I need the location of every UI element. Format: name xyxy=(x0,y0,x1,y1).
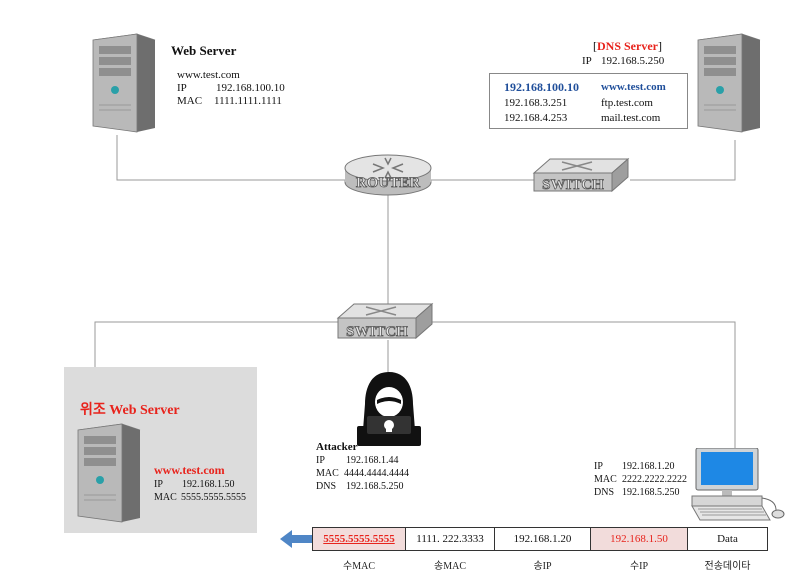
link-webserver-router xyxy=(116,135,345,181)
packet-src-ip: 192.168.1.20 xyxy=(495,528,591,550)
switch-top-label: SWITCH xyxy=(542,177,605,194)
dns-record-ip: 192.168.3.251 xyxy=(504,97,568,109)
attacker-ip-label: IP xyxy=(316,455,325,466)
client-ip-label: IP xyxy=(594,461,603,472)
packet-label: 수IP xyxy=(629,561,649,572)
dns-record-host: ftp.test.com xyxy=(601,97,653,109)
packet-data: Data xyxy=(717,533,738,545)
web-server-domain: www.test.com xyxy=(177,69,240,81)
packet-dest-ip: 192.168.1.50 xyxy=(591,528,688,550)
dns-server-title: [DNS Server] xyxy=(593,40,662,53)
switch-icon xyxy=(336,302,434,340)
packet-dest-mac: 5555.5555.5555 xyxy=(313,528,406,550)
web-server-mac: 1111.1111.1111 xyxy=(214,95,282,107)
attacker-mac: 4444.4444.4444 xyxy=(344,468,409,479)
packet-label: 송MAC xyxy=(434,561,466,572)
fake-server-domain: www.test.com xyxy=(154,463,225,477)
server-tower-icon xyxy=(77,423,141,523)
svg-text:SWITCH: SWITCH xyxy=(346,324,408,340)
dns-server-ip-label: IP xyxy=(582,55,592,67)
packet-label: 송IP xyxy=(533,561,552,572)
packet-src-mac: 1111. 222.3333 xyxy=(406,528,495,550)
arrow-left-icon xyxy=(280,530,314,548)
switch-icon xyxy=(532,157,630,193)
svg-text:ROUTER: ROUTER xyxy=(356,175,420,191)
link-switch-client xyxy=(430,321,736,448)
web-server-mac-label: MAC xyxy=(177,95,203,107)
dns-title-open: [ xyxy=(593,39,597,53)
link-switch-dns xyxy=(630,140,736,181)
hacker-icon xyxy=(357,372,421,446)
dns-server-ip: 192.168.5.250 xyxy=(601,55,665,67)
fake-server-mac: 5555.5555.5555 xyxy=(181,492,246,503)
svg-text:SWITCH: SWITCH xyxy=(542,177,604,193)
attacker-dns-label: DNS xyxy=(316,481,337,492)
fake-server-ip-label: IP xyxy=(154,479,163,490)
client-dns-label: DNS xyxy=(594,487,615,498)
attacker-mac-label: MAC xyxy=(316,468,339,479)
link-switch-fakeserver xyxy=(94,321,338,368)
packet-frame: 5555.5555.5555 1111. 222.3333 192.168.1.… xyxy=(312,527,768,551)
dns-record-table: 192.168.100.10 www.test.com 192.168.3.25… xyxy=(489,73,688,129)
client-ip: 192.168.1.20 xyxy=(622,461,675,472)
web-server-title: Web Server xyxy=(171,43,237,58)
switch-mid-label: SWITCH xyxy=(346,324,409,341)
dns-record-host: www.test.com xyxy=(601,81,666,93)
router-icon xyxy=(344,154,432,196)
desktop-computer-icon xyxy=(691,448,785,521)
web-server-ip: 192.168.100.10 xyxy=(216,82,285,94)
dns-title-close: ] xyxy=(657,39,662,53)
client-mac-label: MAC xyxy=(594,474,617,485)
attacker-dns: 192.168.5.250 xyxy=(346,481,404,492)
attacker-title: Attacker xyxy=(316,441,358,453)
dns-record-ip: 192.168.4.253 xyxy=(504,112,568,124)
attacker-ip: 192.168.1.44 xyxy=(346,455,399,466)
fake-server-ip: 192.168.1.50 xyxy=(182,479,235,490)
fake-server-title: 위조 Web Server xyxy=(80,403,180,418)
client-mac: 2222.2222.2222 xyxy=(622,474,687,485)
packet-label: 전송데이타 xyxy=(704,561,751,572)
dns-record-host: mail.test.com xyxy=(601,112,661,124)
client-dns: 192.168.5.250 xyxy=(622,487,680,498)
dns-title-text: DNS Server xyxy=(597,39,658,53)
packet-label: 수MAC xyxy=(343,561,375,572)
router-label: ROUTER xyxy=(356,175,421,192)
server-tower-icon xyxy=(92,33,156,133)
dns-record-ip: 192.168.100.10 xyxy=(504,80,579,94)
server-tower-icon xyxy=(697,33,761,133)
fake-server-mac-label: MAC xyxy=(154,492,177,503)
web-server-ip-label: IP xyxy=(177,82,187,94)
